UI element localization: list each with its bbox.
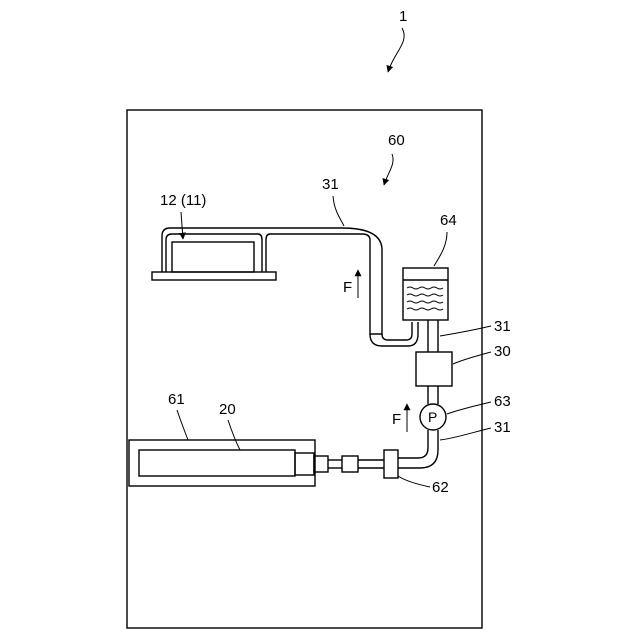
unit-30-box: [416, 352, 452, 386]
enclosure-frame: [127, 110, 482, 628]
pump-leader: [447, 402, 491, 414]
pipe-top-leader: [333, 196, 344, 226]
label-pump-symbol: P: [428, 409, 437, 425]
enclosure-leader-arrow: [384, 154, 393, 185]
module-outlet-plug: [314, 456, 328, 472]
label-pipe-right-lower: 31: [494, 419, 511, 436]
unit-30-leader: [453, 352, 491, 364]
label-reservoir: 64: [440, 212, 457, 229]
component-body: [172, 242, 254, 272]
label-pipe-right-upper: 31: [494, 318, 511, 335]
module-20-leader: [228, 420, 240, 450]
pipe-right-lower-leader: [440, 428, 491, 440]
reservoir-leader: [434, 232, 447, 266]
label-flow-upper: F: [343, 279, 352, 296]
pipe-top-bottom-return: [382, 322, 412, 340]
component-leader-arrow: [181, 212, 183, 239]
label-pipe-top: 31: [322, 176, 339, 193]
module-61-housing: [129, 440, 315, 486]
module-outlet-collar: [295, 453, 314, 475]
connector-small: [342, 456, 358, 472]
label-unit-30: 30: [494, 343, 511, 360]
label-fitting-62: 62: [432, 479, 449, 496]
module-20-body: [139, 450, 295, 476]
pipe-top-inner: [166, 234, 262, 272]
module-61-leader: [177, 410, 188, 440]
label-enclosure: 60: [388, 132, 405, 149]
reservoir-liquid: [407, 287, 443, 310]
label-module-20: 20: [219, 401, 236, 418]
label-system: 1: [399, 8, 407, 25]
label-pump-ref: 63: [494, 393, 511, 410]
label-flow-lower: F: [392, 411, 401, 428]
system-leader-arrow: [388, 28, 404, 72]
label-component: 12 (11): [160, 192, 206, 209]
pipe-right-upper-leader: [440, 326, 491, 336]
fitting-62-leader: [398, 476, 430, 487]
label-module-61: 61: [168, 391, 185, 408]
pipe-lower-outer: [398, 430, 438, 468]
component-base-plate: [152, 272, 276, 280]
fitting-62: [384, 450, 398, 478]
pipe-lower-inner: [398, 430, 428, 458]
